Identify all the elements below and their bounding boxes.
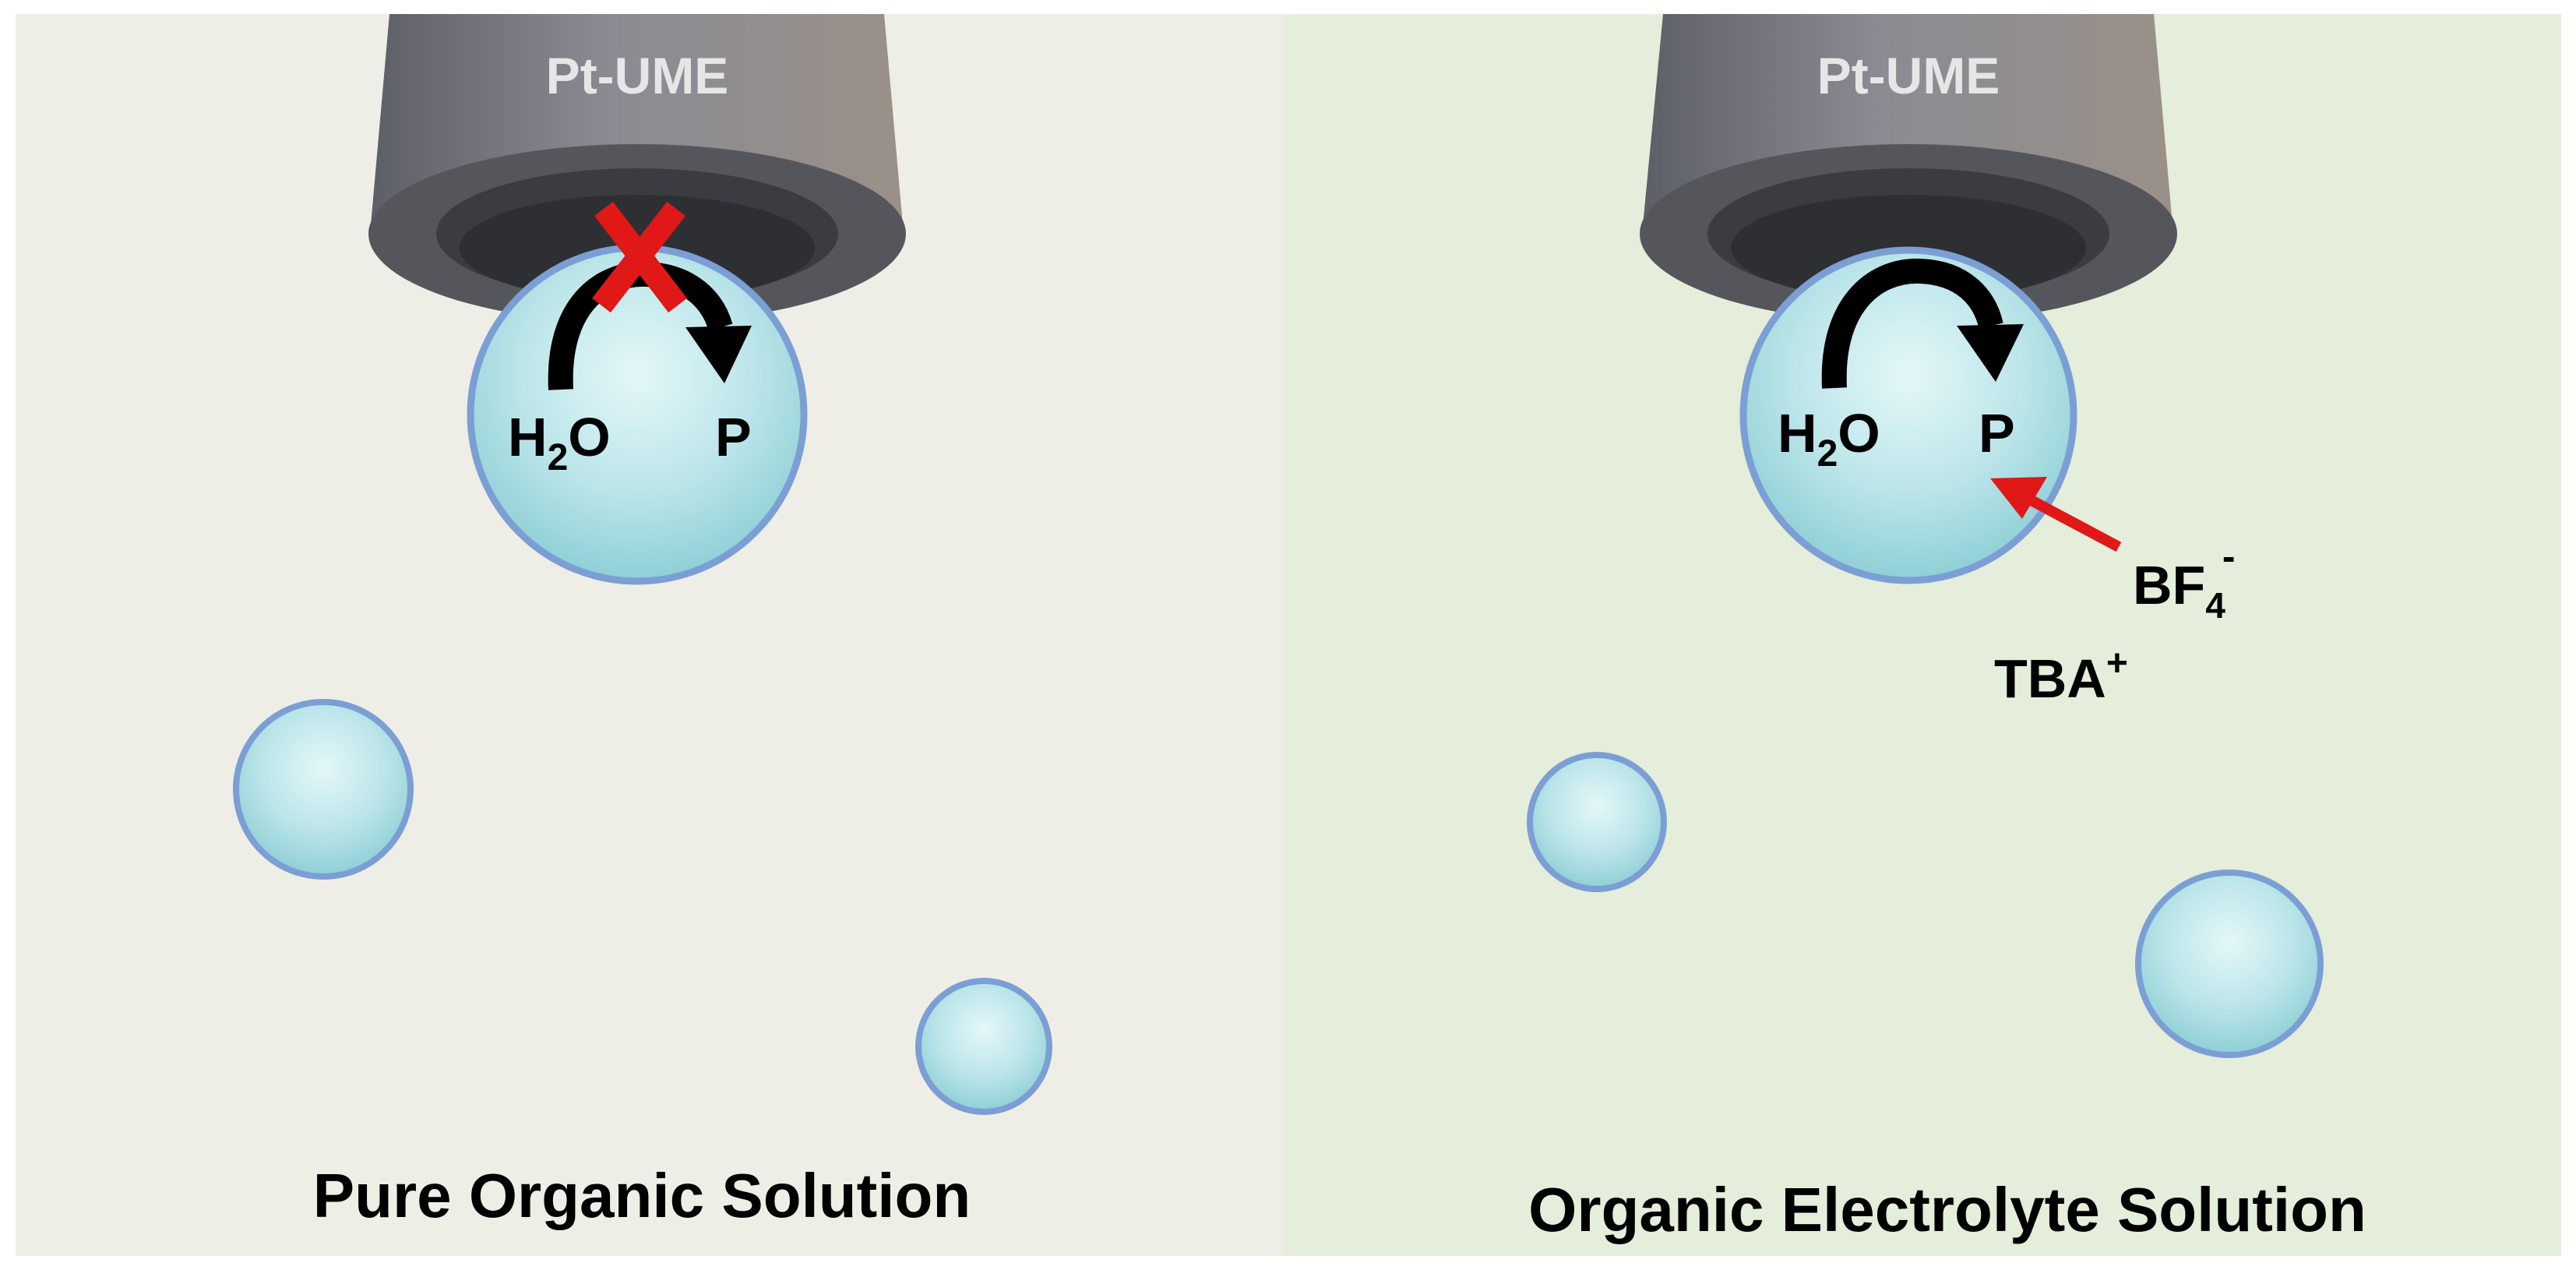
droplet-icon	[2135, 870, 2324, 1058]
electrode-icon	[1640, 14, 2177, 323]
product-label: P	[1979, 403, 2015, 464]
left-caption: Pure Organic Solution	[313, 1161, 971, 1230]
electrode-label: Pt-UME	[1817, 47, 2000, 104]
anion-label: BF4-	[2133, 534, 2236, 626]
right-panel: Pt-UME H2O P BF4- TBA+ Organic Electroly…	[1527, 14, 2366, 1244]
droplet-icon	[915, 978, 1052, 1115]
left-panel: Pt-UME H2O P Pure Organic Solution	[233, 14, 1052, 1230]
droplet-icon	[1527, 752, 1667, 892]
arrow-icon	[1990, 477, 2122, 552]
reactant-label: H2O	[508, 407, 611, 478]
arrow-head	[685, 326, 752, 383]
product-label: P	[715, 407, 752, 467]
reactant-label: H2O	[1778, 403, 1880, 474]
right-caption: Organic Electrolyte Solution	[1528, 1175, 2366, 1244]
cation-label: TBA+	[1994, 643, 2128, 709]
cross-icon	[592, 201, 687, 313]
curved-arrow-icon	[1821, 258, 2003, 389]
electrode-label: Pt-UME	[546, 47, 729, 104]
droplet-icon	[233, 699, 414, 880]
arrow-head	[1957, 324, 2024, 382]
